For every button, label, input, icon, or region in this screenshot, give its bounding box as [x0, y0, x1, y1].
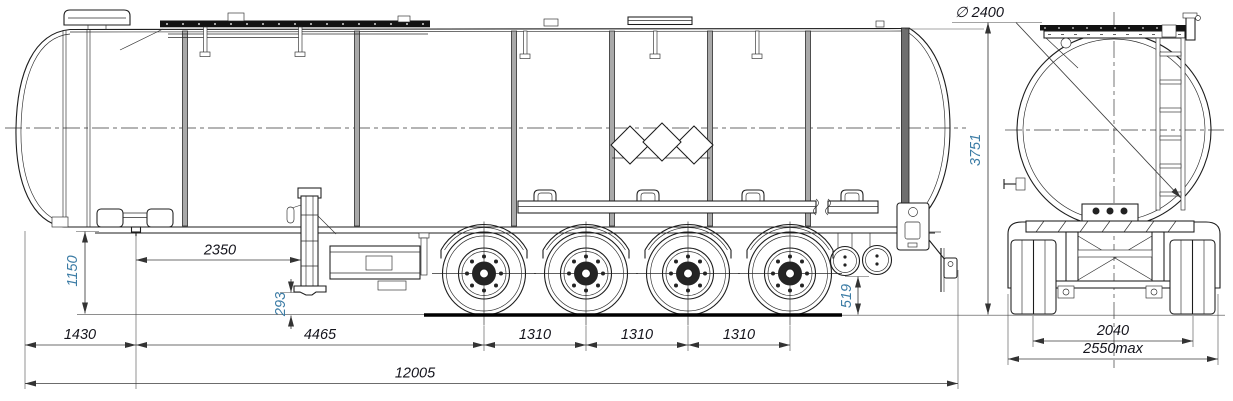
rear-wheels: [1010, 239, 1216, 315]
dim-label-3751: 3751: [968, 134, 984, 166]
dimensions: 1150 2350 293 1430 4465 1310 1: [24, 5, 1219, 389]
toolbox: [329, 245, 421, 291]
dim-label-1150: 1150: [65, 255, 81, 286]
dim-label-2350: 2350: [203, 243, 236, 259]
suspension-assembly: [1007, 203, 1221, 299]
chassis: [51, 187, 958, 296]
hazard-placards: [610, 122, 714, 165]
dim-label-1310-1: 1310: [519, 327, 551, 343]
crank-handle: [286, 206, 295, 224]
side-valve-fitting: [1003, 177, 1026, 191]
dim-landing-gear-clearance: 293: [273, 279, 302, 329]
dim-overall-length: 12005: [25, 366, 958, 387]
dim-label-1310-2: 1310: [621, 327, 653, 343]
running-gear: [431, 220, 843, 327]
rear-head: [908, 27, 951, 228]
front-mudflap: [420, 237, 428, 276]
dim-label-519: 519: [839, 284, 855, 308]
landing-gear: [286, 187, 337, 296]
dim-kingpin-to-first-axle: 4465: [136, 327, 484, 348]
dim-axle-spacing-2: 1310: [586, 327, 688, 348]
dim-label-2040: 2040: [1096, 323, 1129, 339]
rear-view: [1003, 12, 1224, 368]
wheel-axle-1: [431, 220, 537, 327]
dim-label-12005: 12005: [395, 366, 436, 382]
dim-overall-height: 3751: [968, 22, 991, 315]
dim-kingpin-to-landing-gear: 2350: [136, 243, 301, 263]
dim-label-293: 293: [273, 292, 289, 317]
wheel-axle-4: [737, 220, 843, 327]
manhole-cover: [63, 9, 131, 26]
dim-overall-width: 2550max: [1007, 294, 1219, 365]
ladder-top-post: [1185, 15, 1196, 41]
left-fender-wall: [1007, 221, 1026, 289]
dim-rear-clearance: 519: [839, 276, 869, 315]
kingpin: [130, 226, 142, 233]
landing-gear-foot: [293, 285, 327, 296]
ground-line: [77, 313, 1225, 317]
wheel-axle-2: [533, 220, 639, 327]
air-reservoirs: [829, 233, 893, 277]
top-equipment: [63, 9, 885, 59]
dim-tank-diameter: ∅ 2400: [952, 5, 1182, 199]
dim-label-1310-3: 1310: [723, 327, 755, 343]
dim-fifth-wheel-height: 1150: [65, 231, 99, 314]
dim-label-4465: 4465: [304, 327, 337, 343]
dim-axle-spacing-1: 1310: [484, 327, 586, 348]
rear-walkway: [1040, 12, 1201, 69]
handrail-posts: [199, 26, 763, 59]
dim-wheel-track: 2040: [1032, 316, 1194, 347]
dim-front-to-kingpin: 1430: [25, 327, 136, 348]
fifth-wheel-plate: [96, 208, 174, 237]
rear-bulkhead: [901, 27, 910, 228]
rear-frame: [896, 202, 958, 292]
tank-outline: [5, 27, 966, 228]
dim-label-1430: 1430: [64, 327, 96, 343]
ladder: [1155, 37, 1186, 211]
right-fender-wall: [1194, 221, 1221, 289]
dim-label-diameter-2400: ∅ 2400: [955, 5, 1004, 21]
rear-bumper: [943, 257, 958, 279]
side-guard-rail: [517, 189, 879, 216]
dim-axle-spacing-3: 1310: [688, 327, 790, 348]
dim-label-2550max: 2550max: [1082, 341, 1143, 357]
wheel-axle-3: [635, 220, 741, 327]
side-view: [5, 9, 1225, 327]
